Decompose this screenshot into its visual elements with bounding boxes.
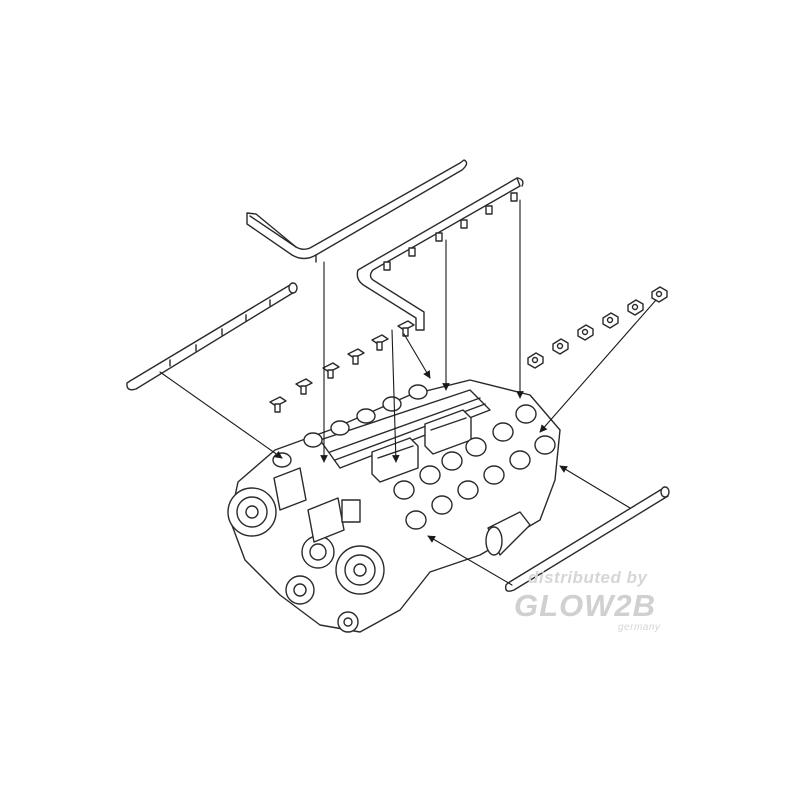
leader-lines [159, 199, 657, 586]
upper-pipe-rear [246, 159, 468, 263]
upper-pipe-front [356, 177, 524, 331]
pipe-nozzles [383, 192, 518, 271]
bolt-6 [397, 320, 415, 337]
bolt-2 [295, 378, 313, 395]
watermark-distributed-by: distributed by [528, 568, 648, 587]
bolt-1 [269, 396, 287, 413]
engine-block [227, 379, 561, 633]
clip-2 [552, 338, 569, 355]
carburetor-blocks [371, 409, 472, 483]
left-rail [126, 282, 298, 391]
bolt-3 [322, 362, 340, 379]
dome-row-left [272, 384, 428, 468]
clip-1 [527, 352, 544, 369]
bolts [269, 320, 415, 413]
bolt-4 [347, 348, 365, 365]
right-rail [504, 486, 670, 592]
clip-3 [577, 324, 594, 341]
cylinder-ports [393, 404, 556, 530]
watermark-country: germany [618, 622, 661, 633]
bolt-5 [371, 334, 389, 351]
clip-6 [651, 286, 668, 303]
clip-5 [627, 299, 644, 316]
front-pulleys [227, 487, 385, 633]
front-accessories [273, 467, 361, 543]
watermark-brand: GLOW2B [514, 588, 657, 623]
clip-4 [602, 312, 619, 329]
oil-filter [485, 511, 531, 556]
clips [527, 286, 668, 369]
